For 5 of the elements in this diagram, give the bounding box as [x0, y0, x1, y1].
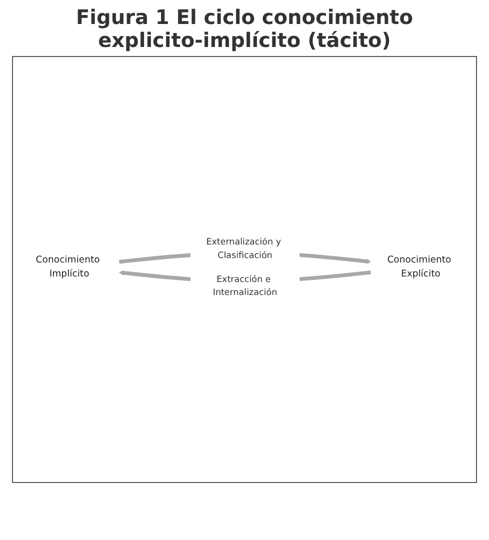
- edge-label: Externalización y Clasificación: [206, 236, 281, 260]
- node-text: Conocimiento Implícito: [35, 254, 100, 280]
- node-text: Conocimiento Explícito: [386, 254, 451, 280]
- edge-label: Extracción e Internalización: [212, 274, 277, 298]
- figure-title: Figura 1 El ciclo conocimiento explicito-implícito (tácito): [75, 6, 414, 52]
